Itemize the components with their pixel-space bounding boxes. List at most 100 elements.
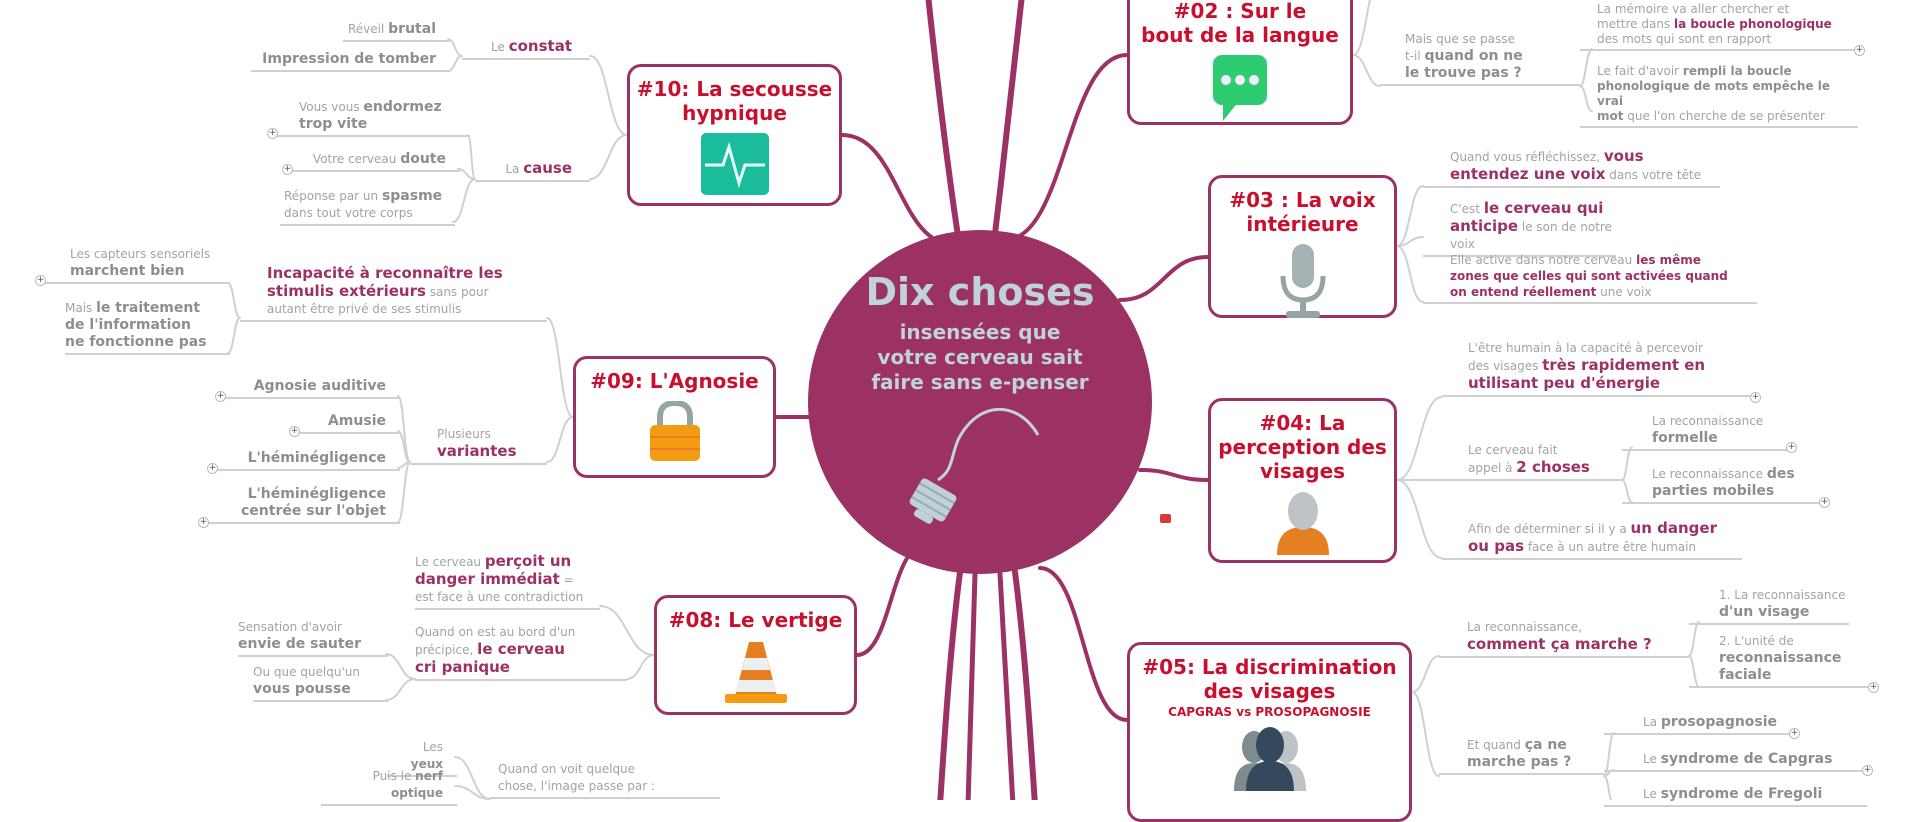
node-text: envie de sauter: [238, 636, 361, 652]
node-text: sans pour autant être privé de ses stimu…: [267, 285, 489, 316]
branch-node[interactable]: Quand on voit quelque chose, l'image pas…: [490, 761, 720, 799]
central-subtitle: insensées que votre cerveau sait faire s…: [871, 320, 1089, 394]
video-link-icon[interactable]: [1160, 514, 1171, 523]
expand-icon[interactable]: +: [289, 426, 300, 437]
branch-node[interactable]: La reconnaissance formelle: [1622, 413, 1791, 451]
branch-node[interactable]: Agnosie auditive: [222, 378, 400, 399]
node-text: Quand on est au bord d'un précipice,: [415, 625, 576, 657]
node-text: Impression de tomber: [262, 51, 436, 67]
branch-node[interactable]: Afin de déterminer si il y a un danger o…: [1442, 520, 1742, 560]
branch-node[interactable]: Plusieurs variantes: [410, 426, 547, 465]
branch-node[interactable]: Mais le traitement de l'information ne f…: [65, 300, 230, 355]
branch-node[interactable]: Le reconnaissance des parties mobiles: [1622, 466, 1824, 504]
branch-connector: [1621, 479, 1633, 503]
expand-icon[interactable]: +: [35, 275, 46, 286]
node-text: Réponse par un: [284, 189, 382, 203]
branch-node[interactable]: 2. L'unité de reconnaissance faciale: [1689, 633, 1873, 688]
node-text: Agnosie auditive: [253, 378, 386, 394]
branch-node[interactable]: C'est le cerveau qui anticipe le son de …: [1423, 200, 1616, 257]
branch-node[interactable]: Le cerveau perçoit un danger immédiat = …: [415, 553, 600, 610]
node-text: le son de notre voix: [1450, 220, 1612, 251]
branch-node[interactable]: Quand vous réfléchissez, vous entendez u…: [1423, 148, 1720, 188]
branch-node[interactable]: La reconnaissance, comment ça marche ?: [1439, 619, 1689, 658]
node-text: vous entendez une voix: [1450, 147, 1644, 183]
expand-icon[interactable]: +: [1789, 728, 1800, 739]
node-text: ça ne marche pas ?: [1467, 737, 1572, 770]
branch-connector: [1603, 775, 1612, 800]
expand-icon[interactable]: +: [1868, 682, 1879, 693]
node-text: L'héminégligence centrée sur l'objet: [240, 486, 386, 519]
topic-title: #10: La secousse hypnique: [636, 77, 833, 125]
node-text: syndrome de Fregoli: [1660, 786, 1823, 802]
mindmap-connectors: [227, 0, 1700, 800]
branch-node[interactable]: Les capteurs sensoriels marchent bien: [45, 246, 230, 284]
topic-08-vertige[interactable]: #08: Le vertige: [654, 595, 857, 715]
branch-node[interactable]: La mémoire va aller chercher et mettre d…: [1580, 2, 1858, 51]
branch-node[interactable]: Le syndrome de Fregoli: [1604, 786, 1867, 807]
node-text: vous pousse: [253, 681, 351, 697]
branch-node[interactable]: Mais que se passe t-il quand on ne le tr…: [1380, 31, 1580, 86]
expand-icon[interactable]: +: [282, 164, 293, 175]
people-icon: [1233, 727, 1306, 791]
main-branch: [1038, 566, 1129, 722]
expand-icon[interactable]: +: [1854, 45, 1865, 56]
node-text: comment ça marche ?: [1467, 635, 1652, 653]
branch-connector: [385, 653, 416, 680]
branch-node[interactable]: Le cerveau fait appel à 2 choses: [1442, 442, 1622, 481]
topic-05-discrimination-visages[interactable]: #05: La discrimination des visages CAPGR…: [1127, 642, 1412, 822]
branch-node[interactable]: Réveil brutal: [343, 21, 450, 42]
expand-icon[interactable]: +: [207, 463, 218, 474]
branch-node[interactable]: Et quand ça ne marche pas ?: [1439, 737, 1604, 775]
topic-04-perception-visages[interactable]: #04: La perception des visages: [1208, 398, 1397, 563]
node-text: les même zones que celles qui sont activ…: [1450, 253, 1728, 299]
branch-node[interactable]: Incapacité à reconnaître les stimulis ex…: [240, 265, 547, 322]
node-text: Quand vous réfléchissez,: [1450, 150, 1604, 164]
branch-node[interactable]: L'être humain à la capacité à percevoir …: [1442, 340, 1755, 397]
branch-node[interactable]: 1. La reconnaissance d'un visage: [1689, 587, 1849, 625]
node-text: cause: [523, 159, 572, 177]
branch-node[interactable]: L'héminégligence: [212, 450, 400, 471]
topic-10-secousse-hypnique[interactable]: #10: La secousse hypnique: [627, 64, 842, 206]
node-text: = est face à une contradiction: [415, 573, 584, 604]
expand-icon[interactable]: +: [1862, 765, 1873, 776]
branch-node[interactable]: Votre cerveau doute: [290, 151, 460, 172]
branch-node[interactable]: Impression de tomber: [251, 51, 450, 72]
main-branch: [1012, 569, 1038, 800]
node-text: perçoit un danger immédiat: [415, 552, 572, 588]
branch-node[interactable]: Amusie: [295, 413, 400, 434]
node-text: Afin de déterminer si il y a: [1468, 522, 1631, 536]
branch-node[interactable]: Vous vous endormez trop vite: [275, 99, 470, 137]
expand-icon[interactable]: +: [215, 391, 226, 402]
branch-node[interactable]: La cause: [475, 160, 590, 182]
branch-node[interactable]: Le syndrome de Capgras: [1604, 751, 1867, 772]
node-text: une voix: [1596, 285, 1652, 299]
topic-09-agnosie[interactable]: #09: L'Agnosie: [573, 356, 776, 478]
node-text: Mais: [65, 301, 97, 315]
branch-node[interactable]: Le fait d'avoir rempli la boucle phonolo…: [1580, 64, 1858, 128]
node-text: Plusieurs: [437, 427, 491, 441]
topic-02-bout-de-la-langue[interactable]: #02 : Sur le bout de la langue: [1127, 0, 1353, 125]
central-topic[interactable]: Dix choses insensées que votre cerveau s…: [808, 230, 1152, 574]
expand-icon[interactable]: +: [1786, 442, 1797, 453]
expand-icon[interactable]: +: [267, 128, 278, 139]
branch-node[interactable]: Sensation d'avoir envie de sauter: [238, 619, 388, 657]
branch-node[interactable]: Puis le nerf optique: [321, 768, 457, 806]
branch-node[interactable]: Quand on est au bord d'un précipice, le …: [415, 624, 627, 681]
node-text: endormez trop vite: [299, 99, 442, 132]
topic-03-voix-interieure[interactable]: #03 : La voix intérieure: [1208, 175, 1397, 318]
branch-node[interactable]: Réponse par un spasme dans tout votre co…: [280, 188, 455, 226]
branch-node[interactable]: Le constat: [462, 38, 590, 60]
branch-node[interactable]: L'héminégligence centrée sur l'objet: [203, 486, 400, 524]
topic-title: #08: Le vertige: [668, 608, 843, 632]
branch-node[interactable]: Ou que quelqu'un vous pousse: [253, 664, 388, 702]
branch-node[interactable]: La prosopagnosie: [1604, 714, 1794, 735]
node-text: nerf optique: [391, 769, 443, 800]
branch-node[interactable]: Elle active dans notre cerveau les même …: [1423, 252, 1757, 304]
node-text: la boucle phonologique: [1674, 17, 1832, 31]
expand-icon[interactable]: +: [1750, 392, 1761, 403]
expand-icon[interactable]: +: [198, 517, 209, 528]
expand-icon[interactable]: +: [1819, 497, 1830, 508]
node-text: Vous vous: [299, 100, 364, 114]
branch-node[interactable]: Les yeux: [387, 739, 457, 777]
node-text: L'être humain à la capacité à percevoir …: [1468, 341, 1703, 373]
